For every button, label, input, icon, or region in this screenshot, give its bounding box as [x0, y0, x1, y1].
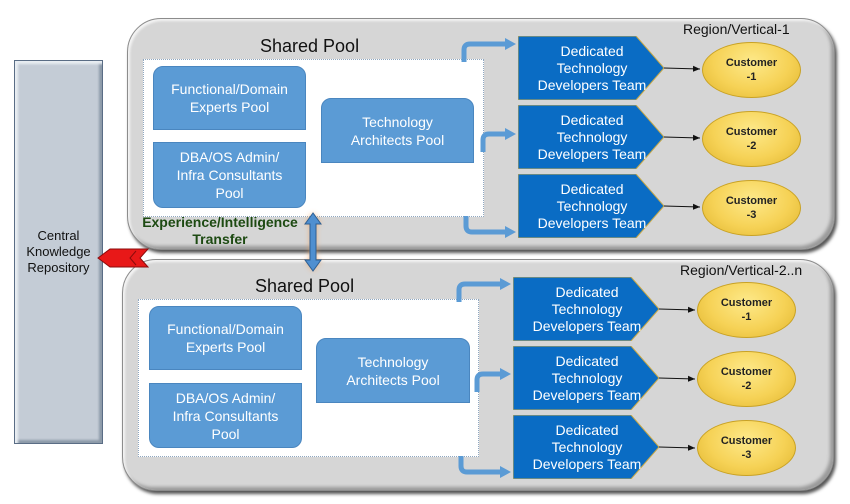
- region-1-customer-3: Customer -3: [702, 180, 801, 236]
- customer-number: -3: [746, 209, 757, 221]
- region-2-customer-2: Customer -2: [697, 351, 796, 407]
- region-1-team-3-label: Dedicated Technology Developers Team: [537, 180, 647, 231]
- region-2-team-3-label: Dedicated Technology Developers Team: [532, 421, 642, 472]
- region-1-customer-2: Customer -2: [702, 111, 801, 167]
- customer-number: -3: [741, 449, 752, 461]
- region-1-team-2-label: Dedicated Technology Developers Team: [537, 111, 647, 162]
- region-2-architects-pool-label: Technology Architects Pool: [346, 353, 440, 388]
- transfer-line-1: Experience/Intelligence: [142, 214, 298, 230]
- customer-number: -1: [746, 71, 757, 83]
- region-2-shared-pool-title: Shared Pool: [255, 276, 355, 296]
- region-1-team-3: Dedicated Technology Developers Team: [518, 174, 666, 238]
- region-1-label: Region/Vertical-1: [683, 21, 790, 37]
- region-2-team-2: Dedicated Technology Developers Team: [513, 346, 661, 410]
- region-2-team-2-label: Dedicated Technology Developers Team: [532, 352, 642, 403]
- region-2-team-1-label: Dedicated Technology Developers Team: [532, 283, 642, 334]
- team-shape: [513, 277, 660, 341]
- customer-number: -2: [741, 380, 752, 392]
- customer-label: Customer: [725, 195, 778, 207]
- customer-label: Customer: [725, 126, 778, 138]
- region-2-label: Region/Vertical-2..n: [680, 262, 803, 278]
- team-shape: [513, 346, 660, 410]
- region-2-team-1: Dedicated Technology Developers Team: [513, 277, 661, 341]
- region-1-team-1-label: Dedicated Technology Developers Team: [537, 42, 647, 93]
- region-1-dba-infra-pool-label: DBA/OS Admin/ Infra Consultants Pool: [176, 149, 283, 201]
- team-shape: [518, 105, 665, 169]
- region-2-dba-infra-pool: DBA/OS Admin/ Infra Consultants Pool: [149, 383, 302, 448]
- region-2-customer-3: Customer -3: [697, 420, 796, 476]
- region-1-architects-pool-label: Technology Architects Pool: [350, 113, 445, 148]
- region-1-dba-infra-pool: DBA/OS Admin/ Infra Consultants Pool: [153, 142, 306, 208]
- region-2-customer-1: Customer -1: [697, 282, 796, 338]
- customer-label: Customer: [720, 297, 773, 309]
- team-shape: [518, 36, 665, 100]
- region-1-customer-1: Customer -1: [702, 42, 801, 98]
- region-1-team-1: Dedicated Technology Developers Team: [518, 36, 666, 100]
- repository-line-3: Repository: [27, 260, 90, 275]
- customer-label: Customer: [725, 57, 778, 69]
- customer-label: Customer: [720, 366, 773, 378]
- repository-line-2: Knowledge: [26, 244, 91, 259]
- region-2-team-3: Dedicated Technology Developers Team: [513, 415, 661, 479]
- region-2-dba-infra-pool-label: DBA/OS Admin/ Infra Consultants Pool: [172, 389, 279, 442]
- region-1-functional-experts-pool-label: Functional/Domain Experts Pool: [171, 81, 288, 115]
- customer-number: -1: [741, 311, 752, 323]
- region-2-architects-pool: Technology Architects Pool: [316, 338, 470, 403]
- team-shape: [518, 174, 665, 238]
- region-1-functional-experts-pool: Functional/Domain Experts Pool: [153, 66, 306, 130]
- team-shape: [513, 415, 660, 479]
- region-1-architects-pool: Technology Architects Pool: [321, 98, 474, 163]
- repository-line-1: Central: [37, 228, 80, 243]
- region-1-shared-pool-title: Shared Pool: [260, 36, 360, 56]
- transfer-line-2: Transfer: [192, 231, 248, 247]
- region-2-functional-experts-pool-label: Functional/Domain Experts Pool: [167, 321, 284, 355]
- region-2-functional-experts-pool: Functional/Domain Experts Pool: [149, 306, 302, 370]
- central-knowledge-repository: Central Knowledge Repository: [14, 60, 103, 444]
- region-1-team-2: Dedicated Technology Developers Team: [518, 105, 666, 169]
- customer-number: -2: [746, 140, 757, 152]
- experience-transfer-label: Experience/Intelligence Transfer: [136, 214, 304, 248]
- customer-label: Customer: [720, 435, 773, 447]
